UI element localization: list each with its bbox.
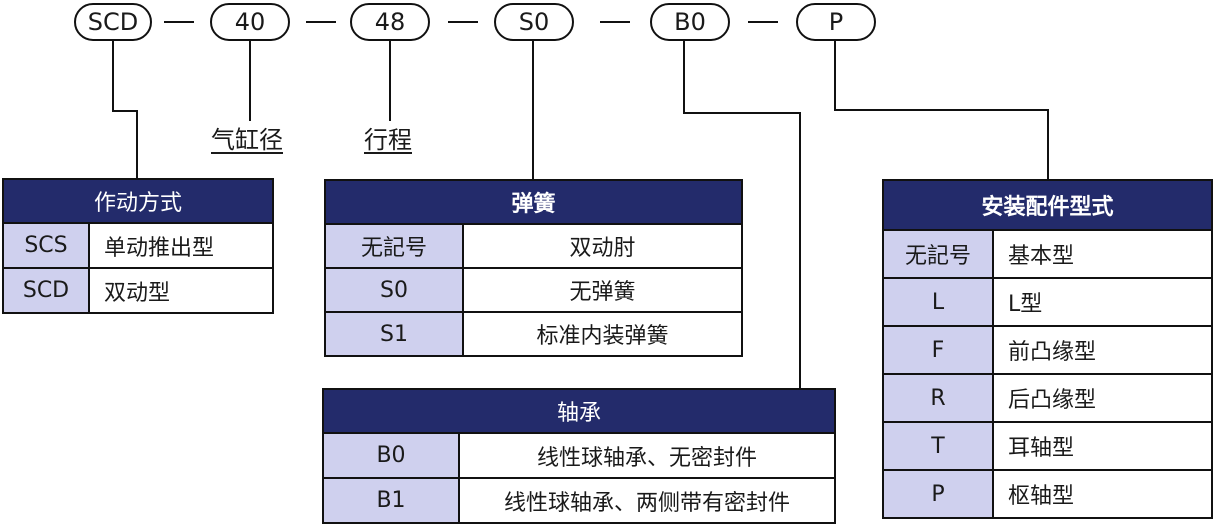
option-code: L	[882, 277, 994, 327]
connector-bearing	[683, 41, 801, 389]
action-table-title: 作动方式	[2, 178, 274, 224]
bearing-table-title: 轴承	[322, 388, 836, 434]
option-description: 后凸缘型	[992, 373, 1213, 423]
option-description: 枢轴型	[992, 469, 1213, 519]
mount-table: 安装配件型式 无記号 基本型 L L型 F 前凸缘型 R 后凸缘型 T 耳轴型 …	[882, 179, 1213, 519]
table-row: 无記号 双动肘	[324, 223, 743, 269]
option-code: B1	[322, 477, 460, 524]
code-spring: S0	[494, 3, 574, 41]
option-description: 耳轴型	[992, 421, 1213, 471]
option-code: T	[882, 421, 994, 471]
code-action: SCD	[74, 3, 152, 41]
table-row: T 耳轴型	[882, 421, 1213, 471]
code-separator	[600, 21, 630, 23]
option-code: SCS	[2, 222, 90, 269]
spring-table-title: 弹簧	[324, 179, 743, 225]
option-code: 无記号	[324, 223, 464, 269]
option-description: 单动推出型	[88, 222, 274, 269]
option-description: 线性球轴承、两侧带有密封件	[458, 477, 836, 524]
code-separator	[164, 21, 194, 23]
spring-table: 弹簧 无記号 双动肘 S0 无弹簧 S1 标准内装弹簧	[324, 179, 743, 357]
bearing-table: 轴承 B0 线性球轴承、无密封件 B1 线性球轴承、两侧带有密封件	[322, 388, 836, 524]
action-table: 作动方式 SCS 单动推出型 SCD 双动型	[2, 178, 274, 314]
code-separator	[306, 21, 336, 23]
table-row: S1 标准内装弹簧	[324, 311, 743, 357]
table-row: S0 无弹簧	[324, 267, 743, 313]
option-code: S1	[324, 311, 464, 357]
code-bearing: B0	[650, 3, 730, 41]
table-row: L L型	[882, 277, 1213, 327]
stroke-label: 行程	[364, 126, 412, 154]
table-row: B0 线性球轴承、无密封件	[322, 432, 836, 479]
option-code: S0	[324, 267, 464, 313]
option-description: 基本型	[992, 229, 1213, 279]
option-code: F	[882, 325, 994, 375]
table-row: B1 线性球轴承、两侧带有密封件	[322, 477, 836, 524]
code-separator	[448, 21, 478, 23]
option-description: 线性球轴承、无密封件	[458, 432, 836, 479]
connector-action	[112, 41, 138, 178]
option-description: 无弹簧	[462, 267, 743, 313]
bore-label: 气缸径	[211, 126, 283, 154]
table-row: SCS 单动推出型	[2, 222, 274, 269]
code-separator	[748, 21, 778, 23]
option-description: 双动型	[88, 267, 274, 314]
option-code: P	[882, 469, 994, 519]
option-code: SCD	[2, 267, 90, 314]
option-description: 前凸缘型	[992, 325, 1213, 375]
table-row: R 后凸缘型	[882, 373, 1213, 423]
table-row: F 前凸缘型	[882, 325, 1213, 375]
code-mount: P	[796, 3, 876, 41]
mount-table-title: 安装配件型式	[882, 179, 1213, 231]
option-description: 标准内装弹簧	[462, 311, 743, 357]
option-description: L型	[992, 277, 1213, 327]
code-bore: 40	[210, 3, 290, 41]
option-description: 双动肘	[462, 223, 743, 269]
table-row: P 枢轴型	[882, 469, 1213, 519]
table-row: 无記号 基本型	[882, 229, 1213, 279]
connector-mount	[834, 41, 1049, 180]
option-code: B0	[322, 432, 460, 479]
option-code: R	[882, 373, 994, 423]
code-stroke: 48	[350, 3, 430, 41]
option-code: 无記号	[882, 229, 994, 279]
table-row: SCD 双动型	[2, 267, 274, 314]
